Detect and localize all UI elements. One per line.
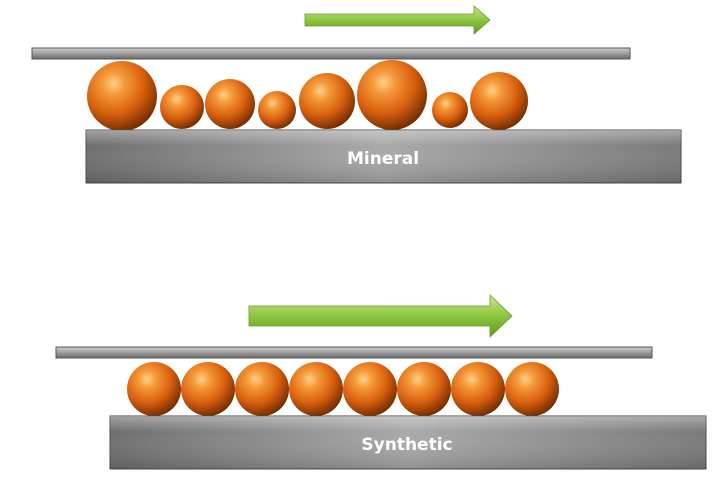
- molecule-sphere: [357, 60, 427, 130]
- molecule-sphere: [205, 79, 255, 129]
- mineral-panel: Mineral: [31, 5, 682, 184]
- mineral-label: Mineral: [347, 149, 419, 169]
- synthetic-panel: Synthetic: [55, 294, 707, 470]
- molecule-sphere: [299, 73, 355, 129]
- molecule-sphere: [289, 362, 343, 416]
- molecule-sphere: [397, 362, 451, 416]
- molecule-sphere: [87, 61, 157, 131]
- top-plate: [31, 47, 631, 60]
- synthetic-molecules: [127, 362, 559, 416]
- molecule-sphere: [160, 85, 204, 129]
- molecule-sphere: [258, 91, 296, 129]
- motion-arrow-icon: [304, 5, 491, 35]
- molecule-sphere: [127, 362, 181, 416]
- mineral-base-block: Mineral: [85, 129, 682, 184]
- top-plate: [55, 346, 653, 359]
- molecule-sphere: [181, 362, 235, 416]
- synthetic-label: Synthetic: [361, 435, 452, 455]
- molecule-sphere: [505, 362, 559, 416]
- synthetic-base-block: Synthetic: [109, 415, 707, 470]
- molecule-sphere: [432, 92, 468, 128]
- molecule-sphere: [451, 362, 505, 416]
- motion-arrow-icon: [248, 294, 513, 338]
- mineral-molecules: [87, 60, 528, 131]
- molecule-sphere: [343, 362, 397, 416]
- molecule-sphere: [235, 362, 289, 416]
- molecule-sphere: [470, 72, 528, 130]
